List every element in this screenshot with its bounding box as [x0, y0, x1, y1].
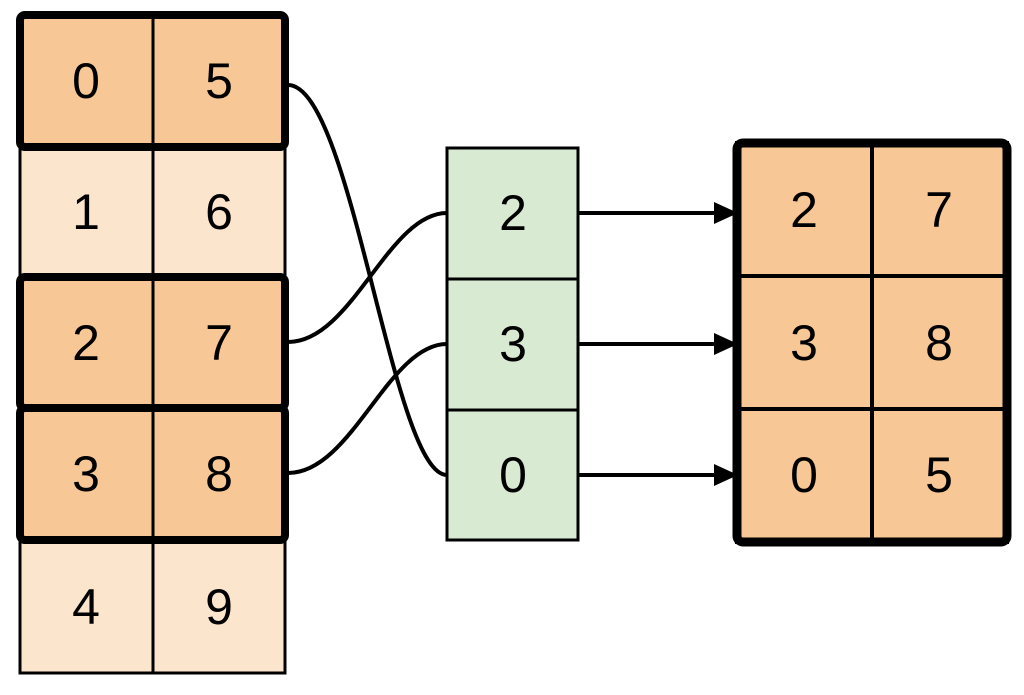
cell-value: 8 [205, 446, 233, 502]
curve-row0-to-index0 [287, 83, 448, 477]
arrow-index0-to-result-row0 [578, 202, 738, 224]
curve-row2-to-index2 [287, 211, 448, 344]
index-column: 2 3 0 [445, 146, 580, 542]
cell-value: 0 [790, 447, 818, 503]
curve-row3-to-index3 [287, 342, 448, 475]
highlight-border [16, 404, 289, 544]
arrow-index2-to-result-row2 [578, 464, 738, 486]
table-cell [735, 274, 874, 411]
arrowhead [714, 464, 738, 486]
cell-value: 4 [72, 579, 100, 635]
arrow-connectors [578, 202, 738, 486]
source-row-3-highlighted: 3 8 [16, 404, 289, 544]
cell-value: 3 [790, 315, 818, 371]
table-cell [18, 145, 155, 279]
cell-value: 7 [925, 182, 953, 238]
result-table-border [732, 138, 1012, 547]
index-value: 2 [499, 185, 527, 241]
cell-value: 3 [72, 446, 100, 502]
cell-value: 9 [205, 579, 233, 635]
table-cell [870, 274, 1009, 411]
highlight-border [16, 11, 289, 151]
index-cell [445, 408, 580, 542]
index-value: 3 [499, 316, 527, 372]
cell-value: 7 [205, 315, 233, 371]
index-cell [445, 277, 580, 412]
source-row-4: 4 9 [18, 538, 287, 675]
table-cell [18, 406, 155, 542]
source-row-1: 1 6 [18, 145, 287, 279]
index-value: 0 [499, 447, 527, 503]
source-row-2-highlighted: 2 7 [16, 273, 289, 412]
cell-value: 6 [205, 184, 233, 240]
cell-value: 1 [72, 184, 100, 240]
result-table: 2 7 3 8 0 5 [732, 138, 1012, 547]
index-cell [445, 146, 580, 281]
cell-value: 5 [205, 53, 233, 109]
cell-value: 0 [72, 53, 100, 109]
source-row-0-highlighted: 0 5 [16, 11, 289, 151]
arrowhead [714, 202, 738, 224]
source-table: 1 6 4 9 0 5 2 [16, 11, 289, 675]
arrowhead [714, 333, 738, 355]
arrow-index1-to-result-row1 [578, 333, 738, 355]
cell-value: 8 [925, 315, 953, 371]
table-cell [151, 406, 287, 542]
table-cell [151, 275, 287, 410]
cell-value: 5 [925, 447, 953, 503]
cell-value: 2 [790, 182, 818, 238]
curve-connectors [287, 83, 448, 477]
cell-value: 2 [72, 315, 100, 371]
